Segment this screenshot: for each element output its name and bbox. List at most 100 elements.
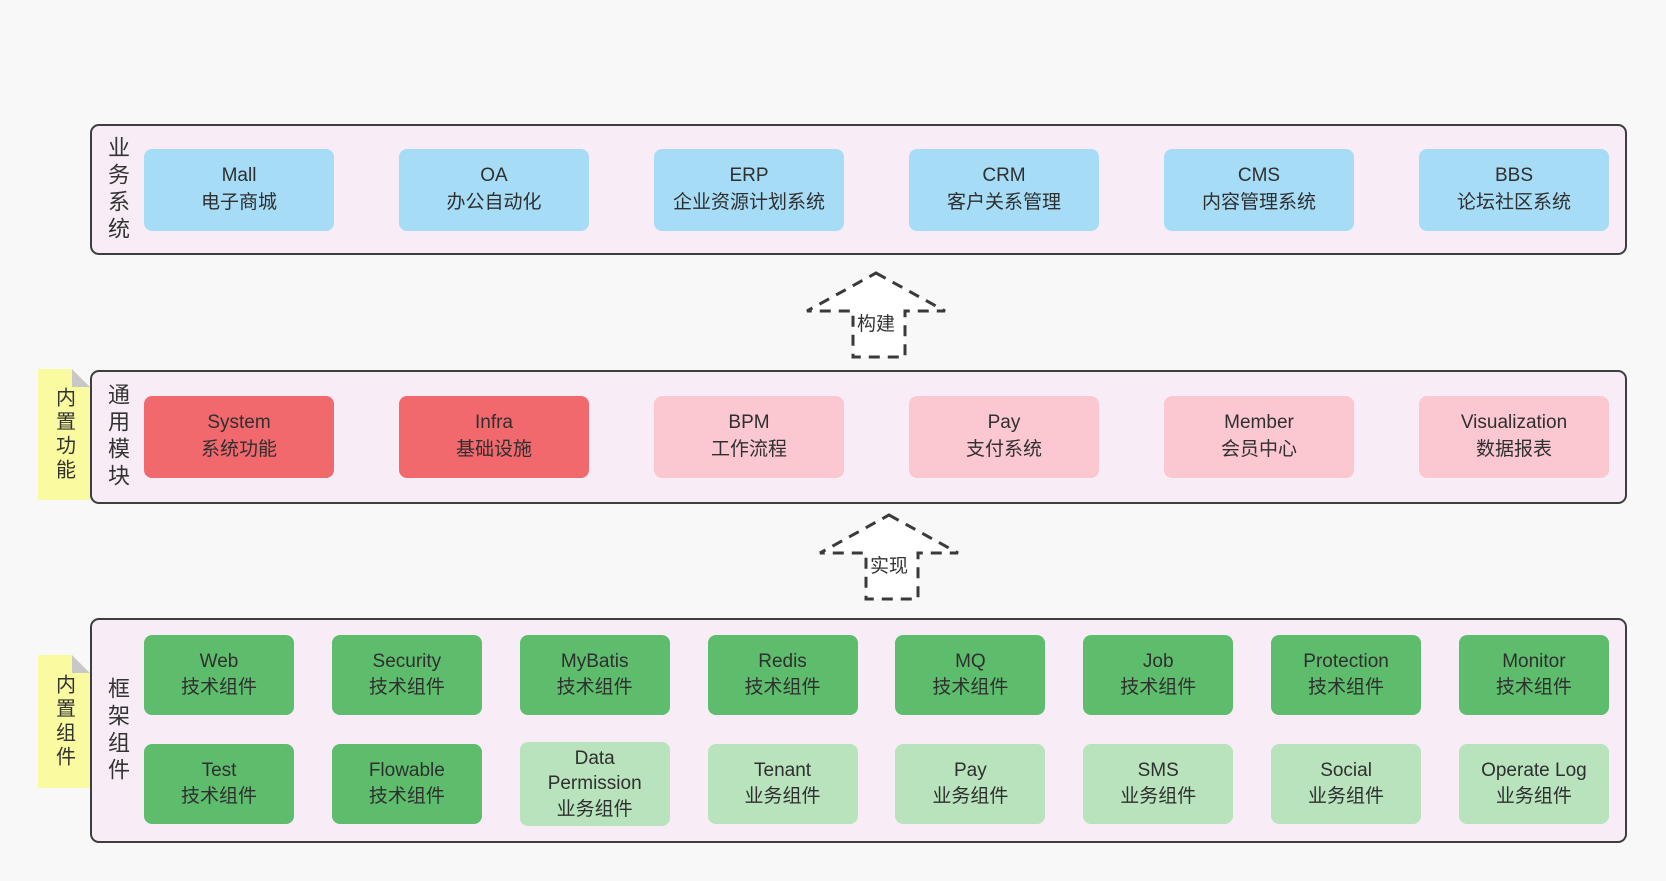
box-erp: ERP 企业资源计划系统 [654, 148, 844, 231]
note-built-in-features: 内置功能 [38, 369, 90, 500]
box-title: Protection [1303, 650, 1389, 672]
box-flowable: Flowable 技术组件 [331, 743, 482, 824]
box-title: Data Permission [547, 747, 642, 795]
box-title: Flowable [368, 760, 445, 782]
box-title: Tenant [754, 760, 812, 782]
box-title: ERP [729, 164, 769, 186]
arrow-build-label: 构建 [854, 309, 898, 336]
box-subtitle: 客户关系管理 [946, 191, 1061, 213]
arrow-implement-label: 实现 [867, 551, 911, 578]
box-web: Web 技术组件 [144, 634, 294, 715]
framework-row-1: Web 技术组件 Security 技术组件 MyBatis 技术组件 Redi… [144, 634, 1609, 715]
box-subtitle: 技术组件 [1308, 676, 1385, 698]
box-subtitle: 业务组件 [932, 785, 1009, 807]
box-subtitle: 会员中心 [1220, 439, 1297, 460]
box-social: Social 业务组件 [1271, 743, 1422, 824]
box-subtitle: 系统功能 [200, 439, 277, 460]
box-subtitle: 数据报表 [1475, 439, 1552, 460]
box-subtitle: 内容管理系统 [1201, 191, 1316, 213]
box-subtitle: 电子商城 [200, 191, 277, 213]
box-title: BPM [728, 412, 770, 434]
box-subtitle: 论坛社区系统 [1456, 191, 1571, 213]
box-mall: Mall 电子商城 [144, 148, 334, 231]
arrow-implement: 实现 [818, 511, 960, 603]
box-oa: OA 办公自动化 [399, 148, 589, 231]
box-mybatis: MyBatis 技术组件 [519, 634, 670, 715]
box-title: OA [480, 164, 508, 186]
box-subtitle: 技术组件 [368, 785, 445, 807]
box-subtitle: 技术组件 [180, 676, 257, 698]
box-subtitle: 基础设施 [455, 439, 532, 460]
box-subtitle: 支付系统 [965, 439, 1042, 460]
box-visualization: Visualization 数据报表 [1419, 396, 1609, 478]
box-security: Security 技术组件 [331, 634, 482, 715]
band-common-modules-content: System 系统功能 Infra 基础设施 BPM 工作流程 Pay 支付系统… [142, 372, 1625, 502]
box-title: Pay [987, 412, 1021, 434]
box-subtitle: 办公自动化 [446, 191, 542, 213]
box-title: MQ [955, 650, 986, 672]
arrow-build: 构建 [805, 269, 947, 361]
box-infra: Infra 基础设施 [399, 396, 589, 478]
box-system: System 系统功能 [144, 396, 334, 478]
band-label-common-modules: 通用模块 [105, 383, 130, 491]
box-mq: MQ 技术组件 [895, 634, 1046, 715]
box-subtitle: 技术组件 [1120, 676, 1197, 698]
box-bbs: BBS 论坛社区系统 [1419, 148, 1609, 231]
band-label-framework-components: 框架组件 [105, 676, 130, 785]
box-pay: Pay 支付系统 [909, 396, 1099, 478]
box-title: SMS [1137, 760, 1179, 782]
box-title: Visualization [1460, 412, 1568, 434]
box-title: Web [199, 650, 239, 672]
band-common-modules: 通用模块 System 系统功能 Infra 基础设施 BPM 工作流程 Pay… [90, 370, 1627, 504]
box-subtitle: 技术组件 [744, 676, 821, 698]
band-framework-components-content: Web 技术组件 Security 技术组件 MyBatis 技术组件 Redi… [142, 620, 1625, 841]
box-title: Operate Log [1481, 760, 1587, 782]
box-subtitle: 业务组件 [1120, 785, 1197, 807]
box-subtitle: 技术组件 [932, 676, 1009, 698]
box-title: Job [1142, 650, 1174, 672]
box-subtitle: 业务组件 [556, 798, 633, 820]
note-built-in-components: 内置组件 [38, 655, 90, 788]
box-title: Infra [474, 412, 514, 434]
box-bpm: BPM 工作流程 [654, 396, 844, 478]
box-title: MyBatis [560, 650, 629, 672]
box-pay-business: Pay 业务组件 [895, 743, 1046, 824]
band-label-business-systems: 业务系统 [105, 135, 130, 244]
box-subtitle: 工作流程 [710, 439, 787, 460]
box-tenant: Tenant 业务组件 [707, 743, 858, 824]
box-title: Mall [221, 164, 257, 186]
box-title: Security [372, 650, 442, 672]
band-business-systems-content: Mall 电子商城 OA 办公自动化 ERP 企业资源计划系统 CRM 客户关系… [142, 126, 1625, 253]
box-member: Member 会员中心 [1164, 396, 1354, 478]
box-title: Monitor [1502, 650, 1566, 672]
box-title: Member [1224, 412, 1294, 434]
box-subtitle: 业务组件 [744, 785, 821, 807]
box-subtitle: 技术组件 [180, 785, 257, 807]
box-title: System [207, 412, 271, 434]
box-subtitle: 企业资源计划系统 [672, 191, 825, 213]
box-crm: CRM 客户关系管理 [909, 148, 1099, 231]
box-subtitle: 技术组件 [368, 676, 445, 698]
box-title: BBS [1494, 164, 1534, 186]
box-job: Job 技术组件 [1083, 634, 1234, 715]
band-framework-components: 框架组件 Web 技术组件 Security 技术组件 MyBatis 技术组件… [90, 618, 1627, 843]
box-subtitle: 技术组件 [1495, 676, 1572, 698]
box-subtitle: 业务组件 [1495, 785, 1572, 807]
box-sms: SMS 业务组件 [1083, 743, 1234, 824]
box-title: CRM [982, 164, 1026, 186]
box-subtitle: 业务组件 [1308, 785, 1385, 807]
box-monitor: Monitor 技术组件 [1458, 634, 1609, 715]
box-title: Pay [954, 760, 987, 782]
box-operate-log: Operate Log 业务组件 [1458, 743, 1609, 824]
box-title: CMS [1237, 164, 1281, 186]
box-title: Redis [758, 650, 807, 672]
box-title: Test [201, 760, 237, 782]
box-cms: CMS 内容管理系统 [1164, 148, 1354, 231]
box-protection: Protection 技术组件 [1271, 634, 1422, 715]
band-business-systems: 业务系统 Mall 电子商城 OA 办公自动化 ERP 企业资源计划系统 CRM… [90, 124, 1627, 255]
box-data-permission: Data Permission 业务组件 [519, 741, 670, 827]
box-subtitle: 技术组件 [556, 676, 633, 698]
box-title: Social [1320, 760, 1372, 782]
framework-row-2: Test 技术组件 Flowable 技术组件 Data Permission … [144, 741, 1609, 827]
box-redis: Redis 技术组件 [707, 634, 858, 715]
